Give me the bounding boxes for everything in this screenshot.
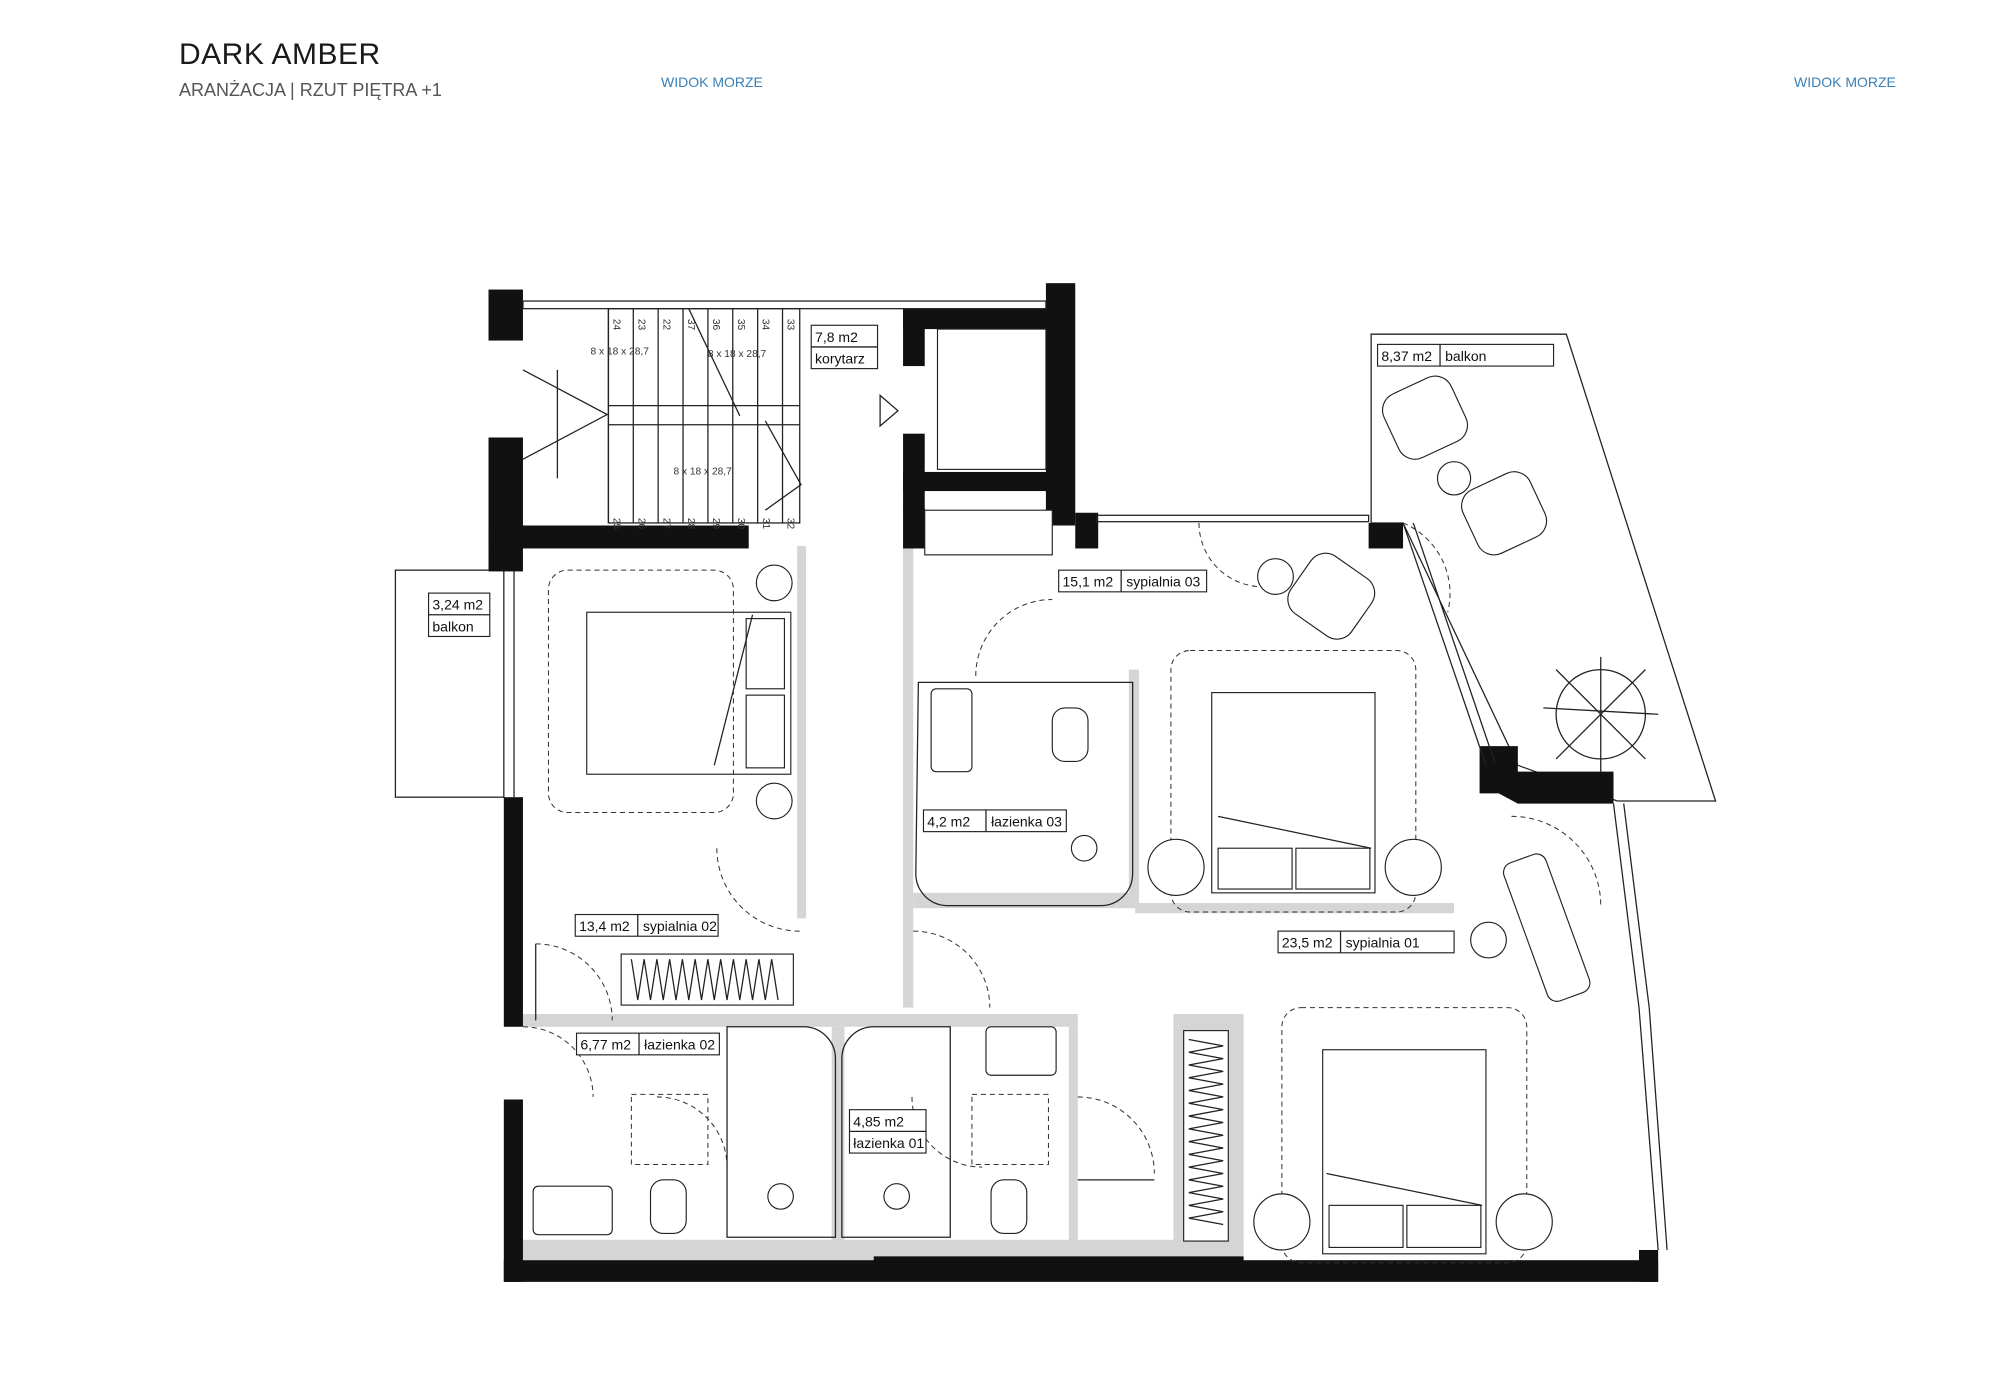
room-label-box	[574, 913, 719, 937]
stair-step-number: 23	[635, 319, 646, 331]
room-area: 15,1 m2	[1062, 574, 1113, 590]
plan-subtitle: ARANŻACJA | RZUT PIĘTRA +1	[179, 80, 442, 100]
bed-sypialnia-01	[1281, 1007, 1528, 1264]
room-label-box	[1277, 930, 1455, 954]
room-label: 6,77 m2 łazienka 02	[575, 1032, 720, 1056]
room-area: 3,24 m2	[432, 597, 483, 613]
room-area: 23,5 m2	[1282, 935, 1333, 951]
balcony-west	[394, 569, 505, 798]
room-name: łazienka 02	[644, 1037, 715, 1053]
bed-sypialnia-03	[1170, 649, 1417, 913]
project-title: DARK AMBER	[179, 38, 381, 71]
room-name: łazienka 01	[853, 1135, 924, 1151]
stair-step-number: 30	[735, 518, 746, 530]
room-area: 4,2 m2	[927, 814, 970, 830]
sea-view-label-right: WIDOK MORZE	[1794, 74, 1896, 90]
stair-dim: 8 x 18 x 28,7	[591, 347, 650, 358]
room-name: sypialnia 02	[643, 918, 717, 934]
room-label: 13,4 m2 sypialnia 02	[574, 913, 719, 937]
wardrobes	[620, 509, 1229, 1242]
room-label: 23,5 m2 sypialnia 01	[1277, 930, 1455, 954]
staircase: 24 25 23 26 22 27 37 28 36 29 35 30 34 31 33 32 8 x 18 …	[522, 308, 899, 530]
stair-step-number: 36	[710, 319, 721, 331]
room-label: 4,85 m2 łazienka 01	[848, 1109, 927, 1154]
stair-step-number: 37	[685, 319, 696, 331]
windows	[513, 300, 1668, 1251]
room-name: łazienka 03	[991, 814, 1062, 830]
stair-step-number: 26	[635, 518, 646, 530]
stair-step-number: 24	[611, 319, 622, 331]
stair-step-number: 34	[760, 319, 771, 331]
room-label: 3,24 m2 balkon	[427, 592, 491, 638]
bathroom-fixtures	[532, 328, 1134, 1238]
sea-view-label-left: WIDOK MORZE	[661, 74, 763, 90]
stair-step-number: 35	[735, 319, 746, 331]
room-name: korytarz	[815, 351, 865, 367]
stair-dim: 8 x 18 x 28,7	[673, 466, 732, 477]
room-area: 4,85 m2	[853, 1113, 904, 1129]
stair-step-number: 27	[660, 518, 671, 530]
room-name: sypialnia 01	[1346, 935, 1420, 951]
stair-step-number: 22	[660, 319, 671, 331]
stair-dim: 8 x 18 x 28,7	[708, 349, 767, 360]
stair-step-number: 31	[760, 518, 771, 530]
stair-step-number: 32	[785, 518, 796, 530]
room-label: 8,37 m2 balkon	[1376, 343, 1555, 367]
stair-step-number: 25	[611, 518, 622, 530]
room-area: 6,77 m2	[580, 1037, 631, 1053]
room-label-box	[1376, 343, 1555, 367]
nightstands	[755, 461, 1553, 1251]
stair-step-number: 29	[710, 518, 721, 530]
plant-icon	[1543, 656, 1659, 772]
room-area: 13,4 m2	[579, 918, 630, 934]
armchairs	[1287, 375, 1591, 1002]
room-label-box	[575, 1032, 720, 1056]
room-area: 8,37 m2	[1381, 348, 1432, 364]
room-area: 7,8 m2	[815, 329, 858, 345]
room-label-box	[922, 809, 1067, 833]
room-name: balkon	[432, 618, 473, 634]
stair-step-number: 28	[685, 518, 696, 530]
room-label-box	[1058, 569, 1208, 593]
stair-step-number: 33	[785, 319, 796, 331]
room-name: sypialnia 03	[1126, 574, 1200, 590]
room-label: 4,2 m2 łazienka 03	[922, 809, 1067, 833]
walls	[488, 283, 1659, 1282]
bed-sypialnia-02	[547, 569, 792, 814]
room-label: 7,8 m2 korytarz	[810, 324, 879, 370]
room-label: 15,1 m2 sypialnia 03	[1058, 569, 1208, 593]
room-name: balkon	[1445, 348, 1486, 364]
